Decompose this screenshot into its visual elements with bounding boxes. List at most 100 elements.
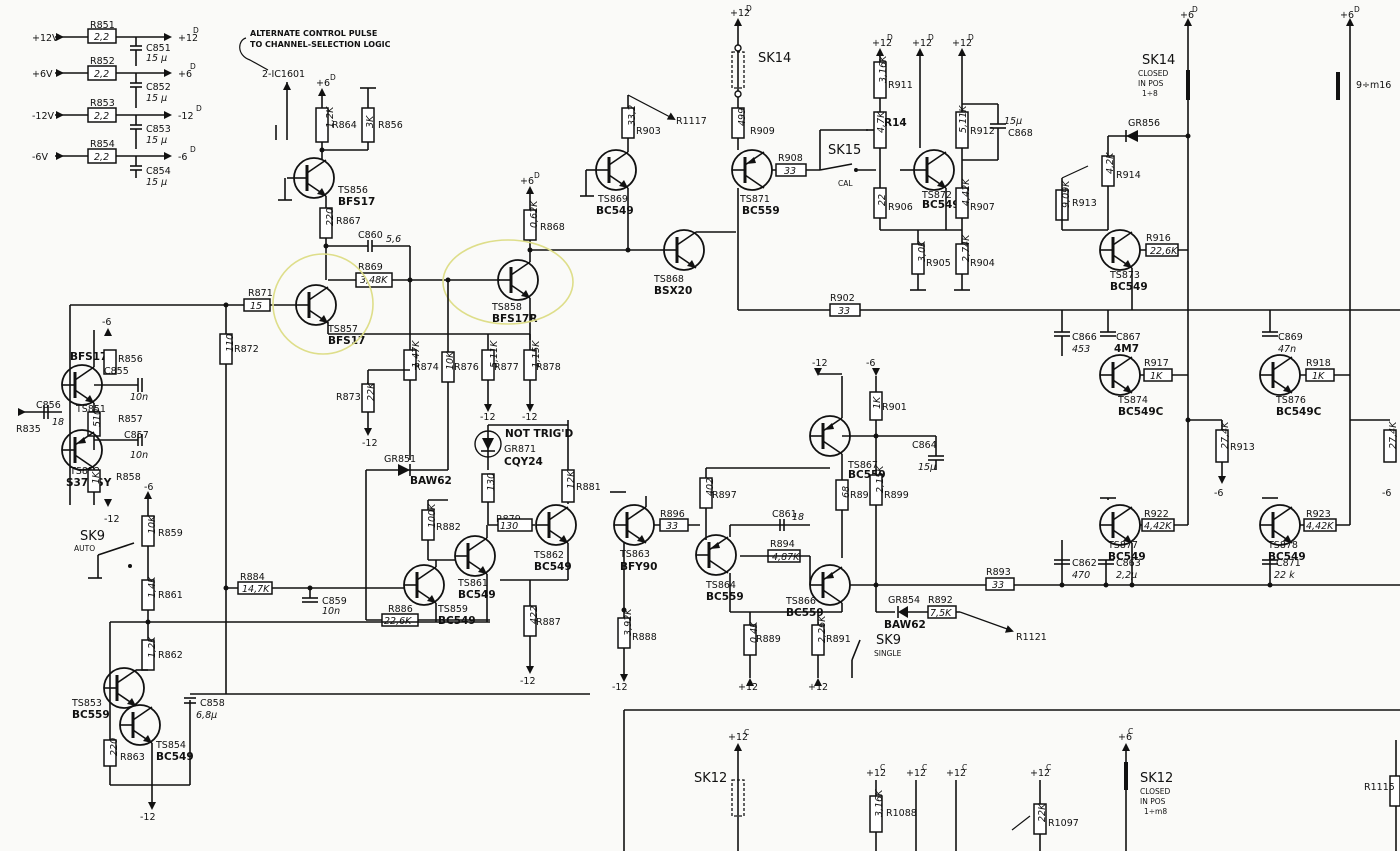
ts858-transistor [496,258,540,302]
rail-sup: D [190,145,196,154]
r918-value: 1K [1312,371,1325,382]
alt-pulse-note: ALTERNATE CONTROL PULSE TO CHANNEL-SELEC… [239,29,391,140]
svg-text:TS859: TS859 [437,604,468,615]
sk9-single-switch[interactable]: SK9 SINGLE [851,633,902,678]
svg-text:D: D [534,171,540,180]
r919-right: 27,4K [1388,421,1399,449]
r835-ref: R835 [16,424,41,435]
svg-text:R871: R871 [248,288,273,299]
ts856-transistor [292,156,336,200]
r905-value: 3,0K [917,240,928,262]
svg-text:+12: +12 [730,8,750,19]
r888-value: 3,92K [623,608,634,636]
ts872-transistor [912,148,956,192]
gr851-type: BAW62 [410,475,452,487]
c856-value: 18 [52,417,64,428]
sk14-right-label: SK14 [1142,53,1175,68]
r864-value: 1,2K [325,106,336,128]
svg-text:R889: R889 [756,634,781,645]
svg-text:R878: R878 [536,362,561,373]
r861-value: 1,4K [147,576,158,598]
svg-text:-12: -12 [104,514,120,525]
r901-value: 1K [872,396,883,409]
svg-text:R1088: R1088 [886,808,917,819]
svg-text:TS873: TS873 [1109,270,1140,281]
svg-text:R887: R887 [536,617,561,628]
svg-text:R14: R14 [884,117,907,129]
svg-text:D: D [746,4,752,13]
ts857-type: BFS17 [328,335,365,347]
r908-value: 33 [784,166,796,177]
ts866-type: BC559 [786,607,824,619]
rail-plus12: +12V R851 2,2 +12 D C851 15 μ [32,20,199,64]
ts872-type: BC549 [922,199,960,211]
trigger-amp-stage: +6D 1,2K R864 3K R856 TS856 BFS17 220 R8… [70,73,660,355]
ts856-type: BFS17 [338,196,375,208]
r917-value: 1K [1150,371,1163,382]
svg-text:R906: R906 [888,202,913,213]
svg-text:R922: R922 [1144,509,1169,520]
ts874-type: BC549C [1118,406,1164,418]
svg-text:C866: C866 [1072,332,1097,343]
sk15-switch[interactable]: SK15 CAL [819,143,861,188]
svg-text:R874: R874 [414,362,439,373]
ts854-transistor [118,703,162,747]
r856-label: R856 [378,120,403,131]
c857-value: 10n [130,450,148,461]
svg-text:-6: -6 [1382,488,1391,499]
sk14-closed-0: CLOSED [1138,69,1169,78]
ts859-type: BC549 [438,615,476,627]
rail-cap-label: C853 [146,124,171,135]
svg-text:C859: C859 [322,596,347,607]
svg-text:TS857: TS857 [327,324,358,335]
svg-text:R1097: R1097 [1048,818,1079,829]
svg-text:-12: -12 [480,412,496,423]
r882-value: 100K [427,503,438,528]
r872-value: 110 [225,334,236,352]
ts863-transistor [612,503,656,547]
r879-value: 130 [486,473,497,491]
ts864-type: BC559 [706,591,744,603]
c858-value: 6,8μ [196,710,217,721]
rail-cap-value: 15 μ [146,53,167,64]
svg-text:R903: R903 [636,126,661,137]
note-line: ALTERNATE CONTROL PULSE [250,29,377,38]
r902-value: 33 [838,306,850,317]
svg-text:D: D [887,33,893,42]
svg-text:TS878: TS878 [1267,540,1298,551]
rail-cap-label: C851 [146,43,171,54]
rail-label-in: +6V [32,69,53,80]
svg-text:+12: +12 [728,732,748,743]
r904-value: 2,74K [961,234,972,262]
svg-text:R858: R858 [116,472,141,483]
svg-text:+6: +6 [520,176,534,187]
r14-value: 4,7K [876,111,887,133]
rail-cap-value: 15 μ [146,135,167,146]
svg-text:R856: R856 [118,354,143,365]
gr854-type: BAW62 [884,619,926,631]
sk9-auto-switch[interactable]: SK9 AUTO [74,529,135,579]
ts854-type: BC549 [156,751,194,763]
svg-text:C: C [744,728,749,737]
svg-text:R897: R897 [712,490,737,501]
svg-text:D: D [968,33,974,42]
svg-text:R888: R888 [632,632,657,643]
svg-text:-6: -6 [102,317,111,328]
svg-text:TS851: TS851 [75,404,106,415]
svg-text:TS877: TS877 [1107,540,1138,551]
r914-value: 4,2K [1105,152,1116,174]
ts868-type: BSX20 [654,285,692,297]
svg-text:R904: R904 [970,258,995,269]
ts868-transistor [662,228,706,272]
rail-label-out: +6 [178,69,192,80]
r877-value: 5,11K [489,340,500,368]
c864-value: 15μ [918,462,936,473]
ic-ref: 2-IC1601 [262,69,305,80]
ts876-transistor [1258,353,1302,397]
ts871-type: BC559 [742,205,780,217]
r859-value: 10K [147,515,158,534]
rail-cap-label: C854 [146,166,171,177]
sk12-closed-1: IN POS [1140,797,1166,806]
svg-text:-6: -6 [144,482,153,493]
